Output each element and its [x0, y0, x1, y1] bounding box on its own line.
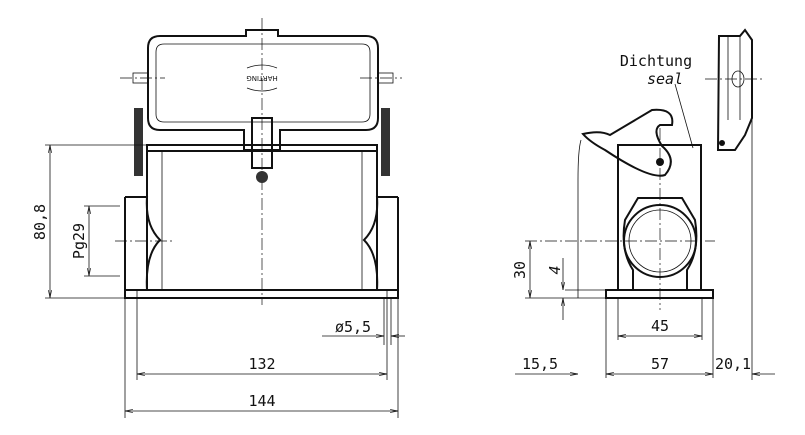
lid-inner	[155, 43, 371, 123]
latch-screw	[256, 171, 268, 183]
side-base	[605, 289, 714, 299]
dim-lid-offset: 20,1	[715, 355, 751, 373]
housing-rim	[146, 144, 378, 152]
dim-axis-height: 30	[511, 261, 529, 279]
dim-overall-width: 144	[248, 392, 275, 410]
lid-frame	[147, 29, 379, 151]
lever-pivot	[656, 158, 664, 166]
boss-left	[124, 196, 162, 291]
label-seal: seal	[647, 70, 683, 88]
base-plate	[124, 289, 399, 299]
side-boss	[622, 197, 698, 290]
front-view: HARTING 80,8 Pg29 ø5,5	[31, 18, 405, 418]
dim-lever-offset: 15,5	[522, 355, 558, 373]
seal-leader	[674, 83, 694, 149]
locking-lever-left	[134, 108, 143, 176]
svg-text:HARTING: HARTING	[246, 74, 277, 82]
dim-hole-spacing: 132	[248, 355, 275, 373]
boss-right	[362, 196, 399, 291]
lid-pin-right	[377, 72, 394, 84]
dim-hole-diameter: ø5,5	[335, 318, 371, 336]
side-view: Dichtung seal 30 4 45 15,5 57 20,1	[511, 28, 775, 380]
side-body	[617, 144, 702, 290]
dim-bore-width: 45	[651, 317, 669, 335]
side-lid	[716, 28, 753, 151]
locking-lever	[581, 108, 674, 177]
harting-logo: HARTING	[246, 64, 278, 92]
dim-thread: Pg29	[70, 223, 88, 259]
latch	[251, 117, 273, 169]
dim-base-thickness: 4	[546, 265, 564, 274]
label-dichtung: Dichtung	[620, 52, 692, 70]
dim-height: 80,8	[31, 204, 49, 240]
dim-base-width: 57	[651, 355, 669, 373]
locking-lever-right	[381, 108, 390, 176]
